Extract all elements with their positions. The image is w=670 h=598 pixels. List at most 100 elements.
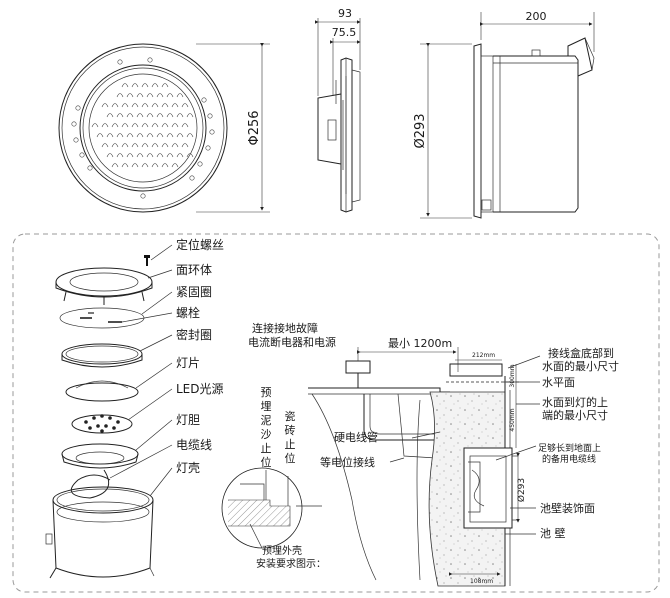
led-dot xyxy=(100,414,104,418)
lens-cell xyxy=(141,143,149,148)
ring-hole xyxy=(79,152,85,158)
lens-cell xyxy=(141,103,149,108)
lens-cell xyxy=(111,123,119,128)
tile-stop-char: 止 xyxy=(285,438,296,451)
lens-cell xyxy=(166,113,174,118)
led-dot xyxy=(84,420,88,424)
lens-cell xyxy=(116,93,124,98)
lens-cell xyxy=(161,83,169,88)
lens-cell xyxy=(171,143,179,148)
lens-cell xyxy=(171,163,179,168)
bottom-dim-label: 108mm xyxy=(470,578,493,585)
side-dimensions: 93 75.5 xyxy=(315,7,361,96)
pool-wall-label: 池 壁 xyxy=(540,526,566,540)
lens-cell xyxy=(131,83,139,88)
lens-cell xyxy=(111,163,119,168)
lens-cell xyxy=(176,113,184,118)
back-dimensions: 200 Ø293 xyxy=(413,10,595,219)
lens-cell xyxy=(121,103,129,108)
niche-diameter-label: Ø293 xyxy=(516,478,527,502)
lens-cell xyxy=(131,103,139,108)
embed-cement-char: 泥 xyxy=(261,414,272,427)
back-depth-label: 200 xyxy=(526,10,547,23)
led-dot xyxy=(112,426,116,430)
led-board xyxy=(71,414,133,434)
bolts xyxy=(80,312,122,323)
part-label-face-ring: 面环体 xyxy=(176,263,212,277)
front-diameter-dimension: Φ256 xyxy=(196,43,270,213)
lens-cell xyxy=(156,93,164,98)
lens-cell xyxy=(121,163,129,168)
part-label-bolt: 螺栓 xyxy=(176,305,200,320)
lens-cell xyxy=(101,103,109,108)
front-diameter-label: Φ256 xyxy=(247,110,262,145)
lens-cell xyxy=(121,123,129,128)
hard-conduit xyxy=(363,394,467,453)
locating-screw xyxy=(144,255,150,266)
back-view xyxy=(473,37,595,219)
lens-cell xyxy=(136,93,144,98)
lens-cell xyxy=(186,153,194,158)
embed-shell-label-2: 安装要求图示： xyxy=(256,557,326,570)
ring-hole xyxy=(209,129,215,135)
junction-box xyxy=(449,363,503,377)
ring-hole xyxy=(87,165,93,171)
ring-hole xyxy=(140,193,146,199)
lens-cell xyxy=(126,93,134,98)
leakage-breaker-label-2: 电流断电器和电源 xyxy=(248,335,336,349)
lens-cell xyxy=(186,113,194,118)
lens-cell xyxy=(151,103,159,108)
ring-hole xyxy=(189,175,195,181)
lens-cell xyxy=(151,123,159,128)
tile-stop-char: 瓷 xyxy=(285,409,296,423)
water-to-light-label-2: 端的最小尺寸 xyxy=(542,408,608,422)
lens-cell xyxy=(166,93,174,98)
lens-cell xyxy=(151,83,159,88)
led-dot xyxy=(96,424,100,428)
lens-cell xyxy=(111,143,119,148)
depth-300-label: 300mm xyxy=(509,364,516,387)
installation-diagram: 212mm 300mm 450mm Ø293 108mm xyxy=(308,347,541,587)
embed-cement-char: 沙 xyxy=(261,428,272,441)
lens-cell xyxy=(181,103,189,108)
lens-cell xyxy=(126,153,134,158)
lens-cell xyxy=(156,133,164,138)
embed-cement-char: 预 xyxy=(261,386,272,399)
junction-box-label-1: 接线盒底部到 xyxy=(548,346,614,360)
lens-cell xyxy=(176,133,184,138)
embed-cement-char: 位 xyxy=(261,455,272,469)
exploded-view xyxy=(45,255,155,579)
lens-cell xyxy=(136,113,144,118)
part-label-lamp-housing: 灯壳 xyxy=(176,461,200,475)
ring-hole xyxy=(73,137,79,143)
lens-cell xyxy=(176,93,184,98)
lens-cell xyxy=(146,93,154,98)
lens-cell xyxy=(146,153,154,158)
installation-labels: 连接接地故障 电流断电器和电源 最小 1200m 接线盒底部到 水面的最小尺寸 … xyxy=(248,321,619,540)
front-ring-holes xyxy=(71,57,215,199)
junction-box-label-2: 水面的最小尺寸 xyxy=(542,359,619,373)
lens-cell xyxy=(106,133,114,138)
led-dot xyxy=(88,426,92,430)
lens-cell xyxy=(186,133,194,138)
min-distance-label: 最小 1200m xyxy=(388,337,452,350)
lens-cell xyxy=(181,143,189,148)
pool-wall-trim-label: 池壁装饰面 xyxy=(540,501,595,515)
part-label-lamp-core: 灯胆 xyxy=(176,413,200,427)
lens-cell xyxy=(116,113,124,118)
lens-cell xyxy=(141,163,149,168)
ring-hole xyxy=(205,145,211,151)
lens-cell xyxy=(131,123,139,128)
cable xyxy=(70,469,111,499)
led-dot xyxy=(116,420,120,424)
lens-cell xyxy=(151,163,159,168)
lens-cell xyxy=(106,153,114,158)
lamp-housing xyxy=(45,486,155,579)
spare-cable-label-1: 足够长到地面上 xyxy=(538,442,601,454)
led-dot xyxy=(92,416,96,420)
lens-cell xyxy=(116,133,124,138)
lens-cell xyxy=(131,163,139,168)
lens-cell xyxy=(111,103,119,108)
